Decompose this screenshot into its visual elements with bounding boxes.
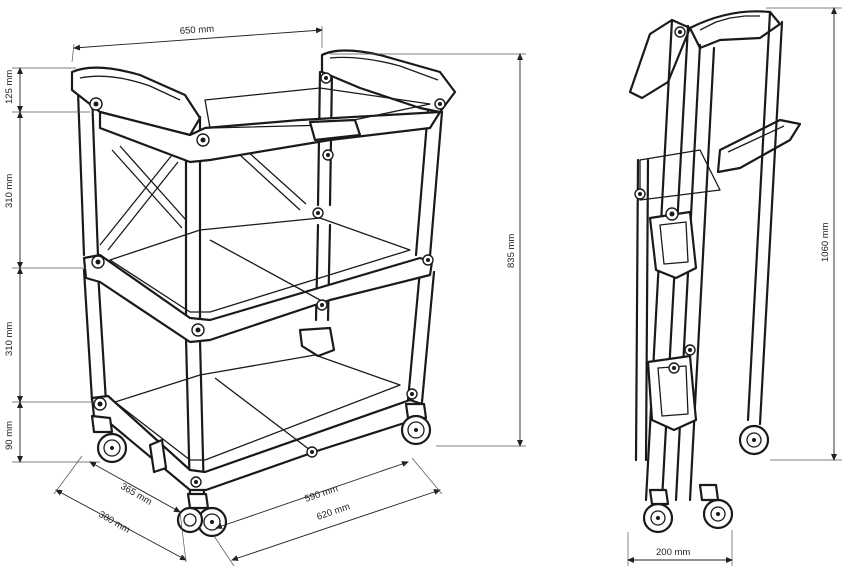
- middle-shelf-surface: [109, 217, 411, 313]
- bolts: [89, 72, 446, 488]
- folded-casters: [642, 424, 770, 534]
- brace-a: [99, 154, 179, 251]
- label-folded-width: 200 mm: [656, 547, 690, 558]
- middle-shelf-frame: [82, 253, 434, 344]
- label-outer-length: 620 mm: [315, 501, 351, 523]
- dimension-lines: [12, 7, 842, 567]
- label-top-width: 650 mm: [179, 24, 214, 37]
- label-inner-depth: 365 mm: [119, 481, 154, 508]
- folded-bolts: [634, 26, 696, 374]
- lower-latch: [298, 326, 336, 358]
- top-shelf-surface: [204, 87, 431, 129]
- casters: [90, 402, 432, 538]
- open-trolley-drawing: [70, 49, 457, 538]
- folded-top-handle: [688, 10, 782, 50]
- top-latch: [308, 118, 362, 142]
- folded-hinge-lower: [646, 354, 698, 432]
- label-outer-depth: 380 mm: [97, 509, 132, 536]
- folded-mid-handle: [716, 118, 802, 174]
- label-folded-height: 1060 mm: [820, 222, 831, 262]
- left-post-upper: [76, 90, 100, 258]
- label-upper-gap: 310 mm: [4, 174, 15, 208]
- label-inner-length: 590 mm: [303, 483, 339, 505]
- label-lower-gap: 310 mm: [4, 322, 15, 356]
- folded-rail-d: [634, 158, 650, 462]
- folded-rail-c: [746, 10, 784, 426]
- left-post-lower: [82, 268, 108, 404]
- label-handle-height: 125 mm: [4, 70, 15, 104]
- lower-shelf-surface: [114, 354, 401, 461]
- label-base-height: 90 mm: [4, 421, 15, 450]
- folded-hinge-upper: [648, 210, 698, 280]
- right-post-upper: [414, 108, 444, 258]
- brace-c: [239, 149, 307, 211]
- brace-b: [111, 145, 187, 229]
- folded-trolley-drawing: [628, 10, 802, 534]
- label-total-height: 835 mm: [506, 234, 517, 268]
- right-post-lower: [406, 268, 436, 404]
